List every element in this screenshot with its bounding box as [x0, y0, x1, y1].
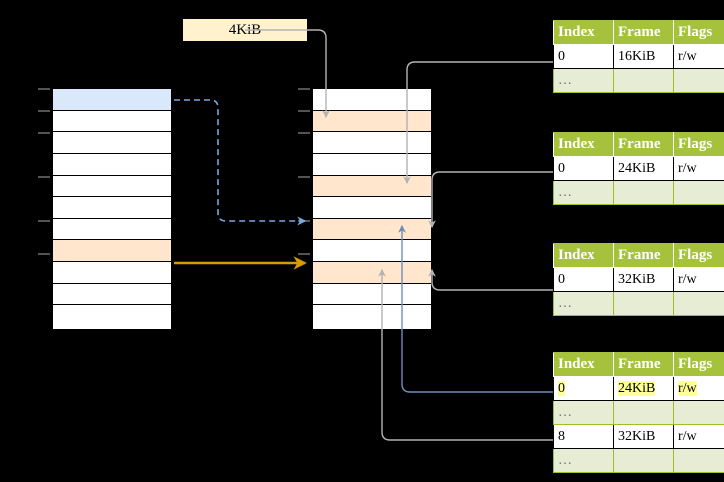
cell-frame: 24KiB — [613, 156, 674, 181]
connector-virtual-page1-to-pte — [174, 99, 307, 226]
virtual-page-7[interactable] — [53, 218, 171, 241]
column-header-index: Index — [553, 243, 614, 268]
table-header-row: Index Frame Flags — [553, 243, 724, 268]
page-table-entry-5[interactable] — [313, 175, 431, 198]
cell-index: … — [553, 291, 614, 316]
page-table-entry-2[interactable] — [313, 110, 431, 133]
cell-index: … — [553, 400, 614, 425]
cell-frame: 32KiB — [613, 267, 674, 292]
table-row-ellipsis: … — [553, 68, 724, 93]
page-size-caption: 4KiB — [183, 19, 307, 41]
page-table-entry-11[interactable] — [313, 305, 431, 327]
column-header-frame: Frame — [613, 20, 674, 45]
virtual-page-5[interactable] — [53, 175, 171, 198]
page-table-entry-9[interactable] — [313, 262, 431, 284]
page-table-2: Index Frame Flags 0 24KiB r/w … — [553, 132, 724, 205]
column-header-flags: Flags — [673, 20, 724, 45]
virtual-page-10[interactable] — [53, 283, 171, 306]
cell-flags: r/w — [673, 424, 724, 449]
cell-frame — [613, 448, 674, 473]
column-header-frame: Frame — [613, 352, 674, 377]
cell-flags: r/w — [673, 44, 724, 69]
table-header-row: Index Frame Flags — [553, 132, 724, 157]
page-table-entry-1[interactable] — [313, 89, 431, 111]
table-row-ellipsis: … — [553, 180, 724, 205]
page-table-entry-6[interactable] — [313, 197, 431, 219]
cell-index: 0 — [553, 44, 614, 69]
table-header-row: Index Frame Flags — [553, 20, 724, 45]
column-header-index: Index — [553, 352, 614, 377]
page-table-1: Index Frame Flags 0 16KiB r/w … — [553, 20, 724, 93]
virtual-page-4[interactable] — [53, 153, 171, 176]
column-header-index: Index — [553, 20, 614, 45]
column-header-frame: Frame — [613, 132, 674, 157]
page-table-entry-4[interactable] — [313, 153, 431, 176]
cell-index: … — [553, 180, 614, 205]
cell-index: 0 — [553, 156, 614, 181]
column-header-flags: Flags — [673, 352, 724, 377]
cell-index: … — [553, 448, 614, 473]
table-row-ellipsis: … — [553, 291, 724, 316]
page-table-entry-column — [312, 88, 432, 330]
table-row-highlighted[interactable]: 0 24KiB r/w — [553, 376, 724, 401]
virtual-column-tick-marks — [38, 88, 50, 255]
virtual-page-6[interactable] — [53, 197, 171, 219]
cell-index: 8 — [553, 424, 614, 449]
cell-flags — [673, 448, 724, 473]
cell-flags: r/w — [673, 376, 724, 401]
column-header-flags: Flags — [673, 132, 724, 157]
page-table-entry-8[interactable] — [313, 240, 431, 262]
table-header-row: Index Frame Flags — [553, 352, 724, 377]
cell-flags: r/w — [673, 267, 724, 292]
cell-index: … — [553, 68, 614, 93]
table-row-ellipsis: … — [553, 400, 724, 425]
page-table-entry-3[interactable] — [313, 132, 431, 154]
virtual-page-1[interactable] — [53, 89, 171, 111]
cell-flags — [673, 68, 724, 93]
cell-frame — [613, 68, 674, 93]
cell-index: 0 — [553, 267, 614, 292]
cell-frame: 32KiB — [613, 424, 674, 449]
cell-frame — [613, 400, 674, 425]
cell-index: 0 — [553, 376, 614, 401]
cell-frame: 16KiB — [613, 44, 674, 69]
virtual-page-8[interactable] — [53, 240, 171, 262]
cell-flags — [673, 291, 724, 316]
cell-flags — [673, 400, 724, 425]
cell-flags — [673, 180, 724, 205]
virtual-page-3[interactable] — [53, 132, 171, 154]
column-header-frame: Frame — [613, 243, 674, 268]
table-row[interactable]: 0 16KiB r/w — [553, 44, 724, 69]
page-table-3: Index Frame Flags 0 32KiB r/w … — [553, 243, 724, 316]
page-table-entry-10[interactable] — [313, 283, 431, 306]
connector-table2-to-pte — [428, 171, 553, 229]
cell-frame — [613, 291, 674, 316]
table-row[interactable]: 0 24KiB r/w — [553, 156, 724, 181]
table-row[interactable]: 0 32KiB r/w — [553, 267, 724, 292]
column-header-index: Index — [553, 132, 614, 157]
connector-table3-to-pte — [428, 268, 553, 291]
page-table-column-tick-marks — [298, 88, 310, 255]
table-row-ellipsis: … — [553, 448, 724, 473]
cell-frame — [613, 180, 674, 205]
virtual-page-2[interactable] — [53, 110, 171, 133]
virtual-address-space-column — [52, 88, 172, 330]
column-header-flags: Flags — [673, 243, 724, 268]
cell-flags: r/w — [673, 156, 724, 181]
table-row[interactable]: 8 32KiB r/w — [553, 424, 724, 449]
virtual-page-9[interactable] — [53, 262, 171, 284]
virtual-page-11[interactable] — [53, 305, 171, 327]
page-table-4: Index Frame Flags 0 24KiB r/w … 8 32KiB … — [553, 352, 724, 473]
cell-frame: 24KiB — [613, 376, 674, 401]
page-table-entry-7[interactable] — [313, 218, 431, 241]
